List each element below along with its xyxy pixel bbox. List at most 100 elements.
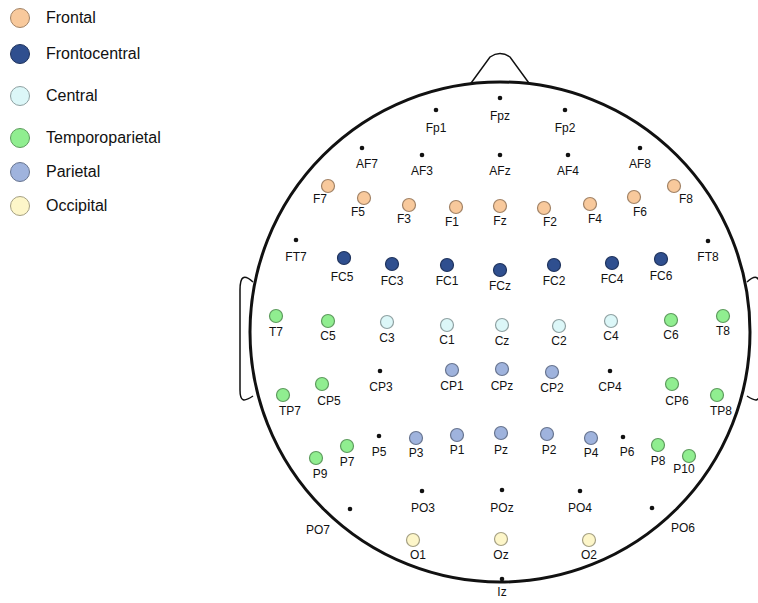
electrode-marker — [496, 363, 509, 376]
electrode-label: CP3 — [369, 380, 392, 394]
electrode-marker — [606, 257, 619, 270]
legend-swatch — [10, 86, 30, 106]
legend-text: Central — [46, 85, 98, 107]
electrode-label: AF3 — [411, 164, 433, 178]
legend-swatch — [10, 128, 30, 148]
electrode-label: Oz — [493, 548, 508, 562]
electrode-dot — [563, 108, 568, 113]
electrode-marker — [450, 201, 463, 214]
electrode-label: Fpz — [490, 109, 510, 123]
electrode-label: F6 — [633, 205, 647, 219]
electrode-label: AF4 — [557, 164, 579, 178]
electrode-label: POz — [490, 501, 513, 515]
electrode-dot — [420, 153, 425, 158]
electrode-marker — [605, 315, 618, 328]
electrode-dot — [500, 577, 505, 582]
electrode-dot — [498, 96, 503, 101]
electrode-label: C5 — [320, 329, 335, 343]
electrode-dot — [434, 108, 439, 113]
electrode-label: FC2 — [543, 274, 566, 288]
electrode-dot — [638, 146, 643, 151]
electrode-dot — [608, 369, 613, 374]
electrode-label: F7 — [313, 192, 327, 206]
legend-text: Temporoparietal — [46, 127, 161, 149]
electrode-label: FC5 — [331, 270, 354, 284]
electrode-label: Cz — [495, 334, 510, 348]
electrode-label: FC1 — [436, 274, 459, 288]
electrode-dot — [578, 489, 583, 494]
electrode-label: CP2 — [540, 381, 563, 395]
electrode-label: FC3 — [381, 274, 404, 288]
legend-text: Frontal — [46, 7, 96, 29]
electrode-label: P2 — [542, 443, 557, 457]
electrode-label: O2 — [581, 548, 597, 562]
electrode-label: PO7 — [306, 523, 330, 537]
electrode-dot — [377, 434, 382, 439]
electrode-marker — [446, 364, 459, 377]
electrode-dot — [706, 239, 711, 244]
electrode-marker — [410, 432, 423, 445]
electrode-dot — [498, 153, 503, 158]
electrode-label: P4 — [584, 446, 599, 460]
electrode-label: P6 — [620, 445, 635, 459]
electrode-marker — [584, 198, 597, 211]
electrode-marker — [665, 314, 678, 327]
electrode-marker — [711, 389, 724, 402]
electrode-marker — [538, 202, 551, 215]
electrode-label: P5 — [372, 445, 387, 459]
electrode-marker — [403, 199, 416, 212]
legend-text: Parietal — [46, 161, 100, 183]
electrode-marker — [546, 366, 559, 379]
electrode-marker — [441, 259, 454, 272]
electrode-label: AFz — [489, 164, 510, 178]
electrode-marker — [655, 253, 668, 266]
electrode-label: F8 — [679, 192, 693, 206]
electrode-marker — [585, 432, 598, 445]
electrode-dot — [500, 488, 505, 493]
electrode-label: AF7 — [356, 157, 378, 171]
electrode-dot — [378, 369, 383, 374]
electrode-marker — [495, 533, 508, 546]
electrode-label: T8 — [716, 324, 730, 338]
electrode-dot — [621, 435, 626, 440]
electrode-label: C1 — [439, 333, 454, 347]
electrode-marker — [277, 389, 290, 402]
electrode-label: FCz — [489, 279, 511, 293]
electrode-label: C2 — [551, 334, 566, 348]
electrode-label: F2 — [543, 215, 557, 229]
electrode-marker — [541, 428, 554, 441]
electrode-label: T7 — [269, 325, 283, 339]
electrode-dot — [650, 506, 655, 511]
electrode-label: P10 — [673, 462, 694, 476]
electrode-label: FT8 — [697, 250, 718, 264]
electrode-label: AF8 — [629, 157, 651, 171]
electrode-label: CP1 — [440, 379, 463, 393]
electrode-marker — [341, 440, 354, 453]
electrode-marker — [441, 319, 454, 332]
electrode-marker — [668, 180, 681, 193]
electrode-label: F3 — [397, 212, 411, 226]
electrode-label: CP5 — [317, 394, 340, 408]
electrode-label: TP8 — [710, 404, 732, 418]
electrode-marker — [683, 450, 696, 463]
electrode-marker — [316, 378, 329, 391]
electrode-label: F1 — [445, 215, 459, 229]
electrode-marker — [495, 427, 508, 440]
electrode-marker — [494, 264, 507, 277]
electrode-marker — [358, 192, 371, 205]
electrode-label: TP7 — [279, 404, 301, 418]
head — [250, 82, 750, 582]
electrode-marker — [494, 200, 507, 213]
legend-text: Frontocentral — [46, 43, 140, 65]
electrode-label: C3 — [379, 331, 394, 345]
electrode-dot — [360, 146, 365, 151]
electrode-label: FC6 — [650, 269, 673, 283]
electrode-marker — [496, 319, 509, 332]
legend-swatch — [10, 44, 30, 64]
electrode-label: PO4 — [568, 501, 592, 515]
electrode-label: PO3 — [411, 501, 435, 515]
legend-swatch — [10, 196, 30, 216]
electrode-marker — [322, 315, 335, 328]
electrode-marker — [717, 310, 730, 323]
